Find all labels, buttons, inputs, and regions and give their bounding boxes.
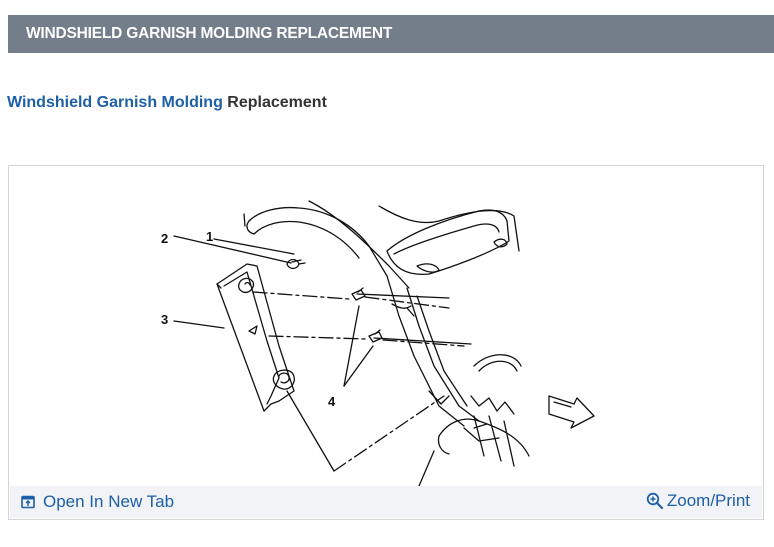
open-in-new-tab-label: Open In New Tab xyxy=(43,492,175,511)
section-heading-link[interactable]: Windshield Garnish Molding xyxy=(7,94,223,111)
zoom-print-label: Zoom/Print xyxy=(666,491,750,510)
figure-container: 2 1 3 4 Open In New Tab Zoom/Print xyxy=(8,165,764,520)
garnish-molding-illustration: 2 1 3 4 xyxy=(161,200,595,486)
zoom-in-icon xyxy=(646,492,663,510)
section-heading: Windshield Garnish Molding Replacement xyxy=(7,94,327,112)
page-header: WINDSHIELD GARNISH MOLDING REPLACEMENT xyxy=(8,15,774,53)
callout-4: 4 xyxy=(328,394,336,409)
section-heading-text: Replacement xyxy=(222,94,327,111)
open-in-new-tab-button[interactable]: Open In New Tab xyxy=(21,492,174,512)
figure-toolbar: Open In New Tab Zoom/Print xyxy=(10,486,762,518)
callout-1: 1 xyxy=(206,229,213,244)
page-title: WINDSHIELD GARNISH MOLDING REPLACEMENT xyxy=(26,25,393,42)
callout-3: 3 xyxy=(161,312,168,327)
callout-2: 2 xyxy=(161,231,168,246)
zoom-print-button[interactable]: Zoom/Print xyxy=(646,491,750,511)
open-in-new-tab-icon xyxy=(21,495,35,509)
